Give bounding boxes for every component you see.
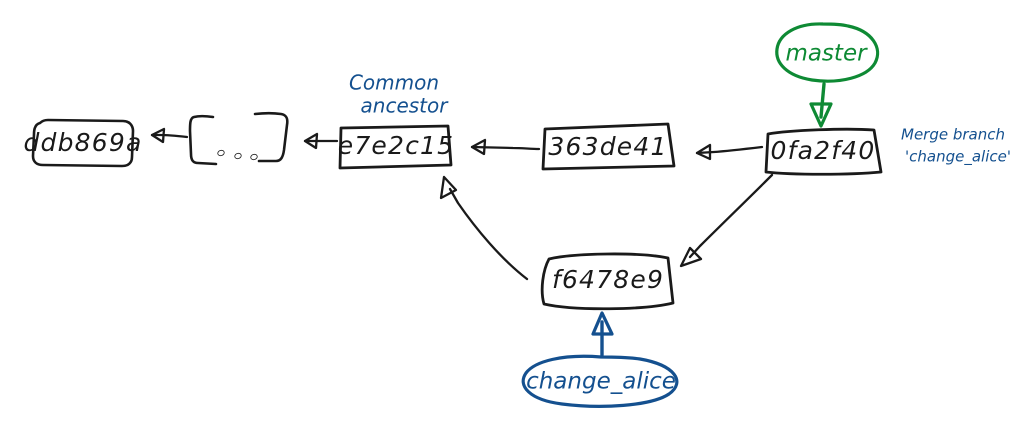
annotation-merge-message: Merge branch 'change_alice'	[901, 126, 1011, 167]
branch-name-label: master	[785, 41, 868, 67]
annotation-common-ancestor: Common ancestor	[349, 71, 449, 118]
commit-node-e7e2c15[interactable]: e7e2c15	[338, 124, 455, 170]
annotation-line-1: Common	[349, 71, 439, 95]
commit-node-0fa2f40[interactable]: 0fa2f40	[764, 127, 883, 176]
commit-hash-label: ddb869a	[23, 128, 142, 157]
edge-363de41-to-e7e2c15	[470, 138, 541, 156]
edge-0fa2f40-to-f6478e9	[679, 173, 774, 268]
edge-ellipsis-to-ddb869a	[150, 127, 189, 144]
branch-name-label: change_alice	[526, 369, 676, 395]
commit-hash-label: 0fa2f40	[771, 136, 876, 165]
commit-hash-label: 363de41	[548, 132, 667, 161]
edge-f6478e9-to-e7e2c15	[439, 175, 529, 281]
commit-hash-label: e7e2c15	[338, 131, 455, 160]
commit-hash-label: f6478e9	[552, 265, 664, 294]
commit-node-363de41[interactable]: 363de41	[541, 122, 676, 171]
branch-label-master[interactable]: master	[775, 22, 880, 128]
annotation-line-2: 'change_alice'	[905, 148, 1011, 167]
annotation-line-2: ancestor	[361, 94, 450, 118]
annotation-line-1: Merge branch	[901, 126, 1005, 144]
edge-0fa2f40-to-363de41	[695, 143, 764, 161]
edge-e7e2c15-to-ellipsis	[303, 132, 339, 150]
commit-node-f6478e9[interactable]: f6478e9	[540, 252, 675, 311]
commit-node-ddb869a[interactable]: ddb869a	[23, 118, 142, 168]
commit-node-ellipsis[interactable]: [...]	[188, 105, 289, 166]
branch-label-change-alice[interactable]: change_alice	[521, 311, 679, 408]
